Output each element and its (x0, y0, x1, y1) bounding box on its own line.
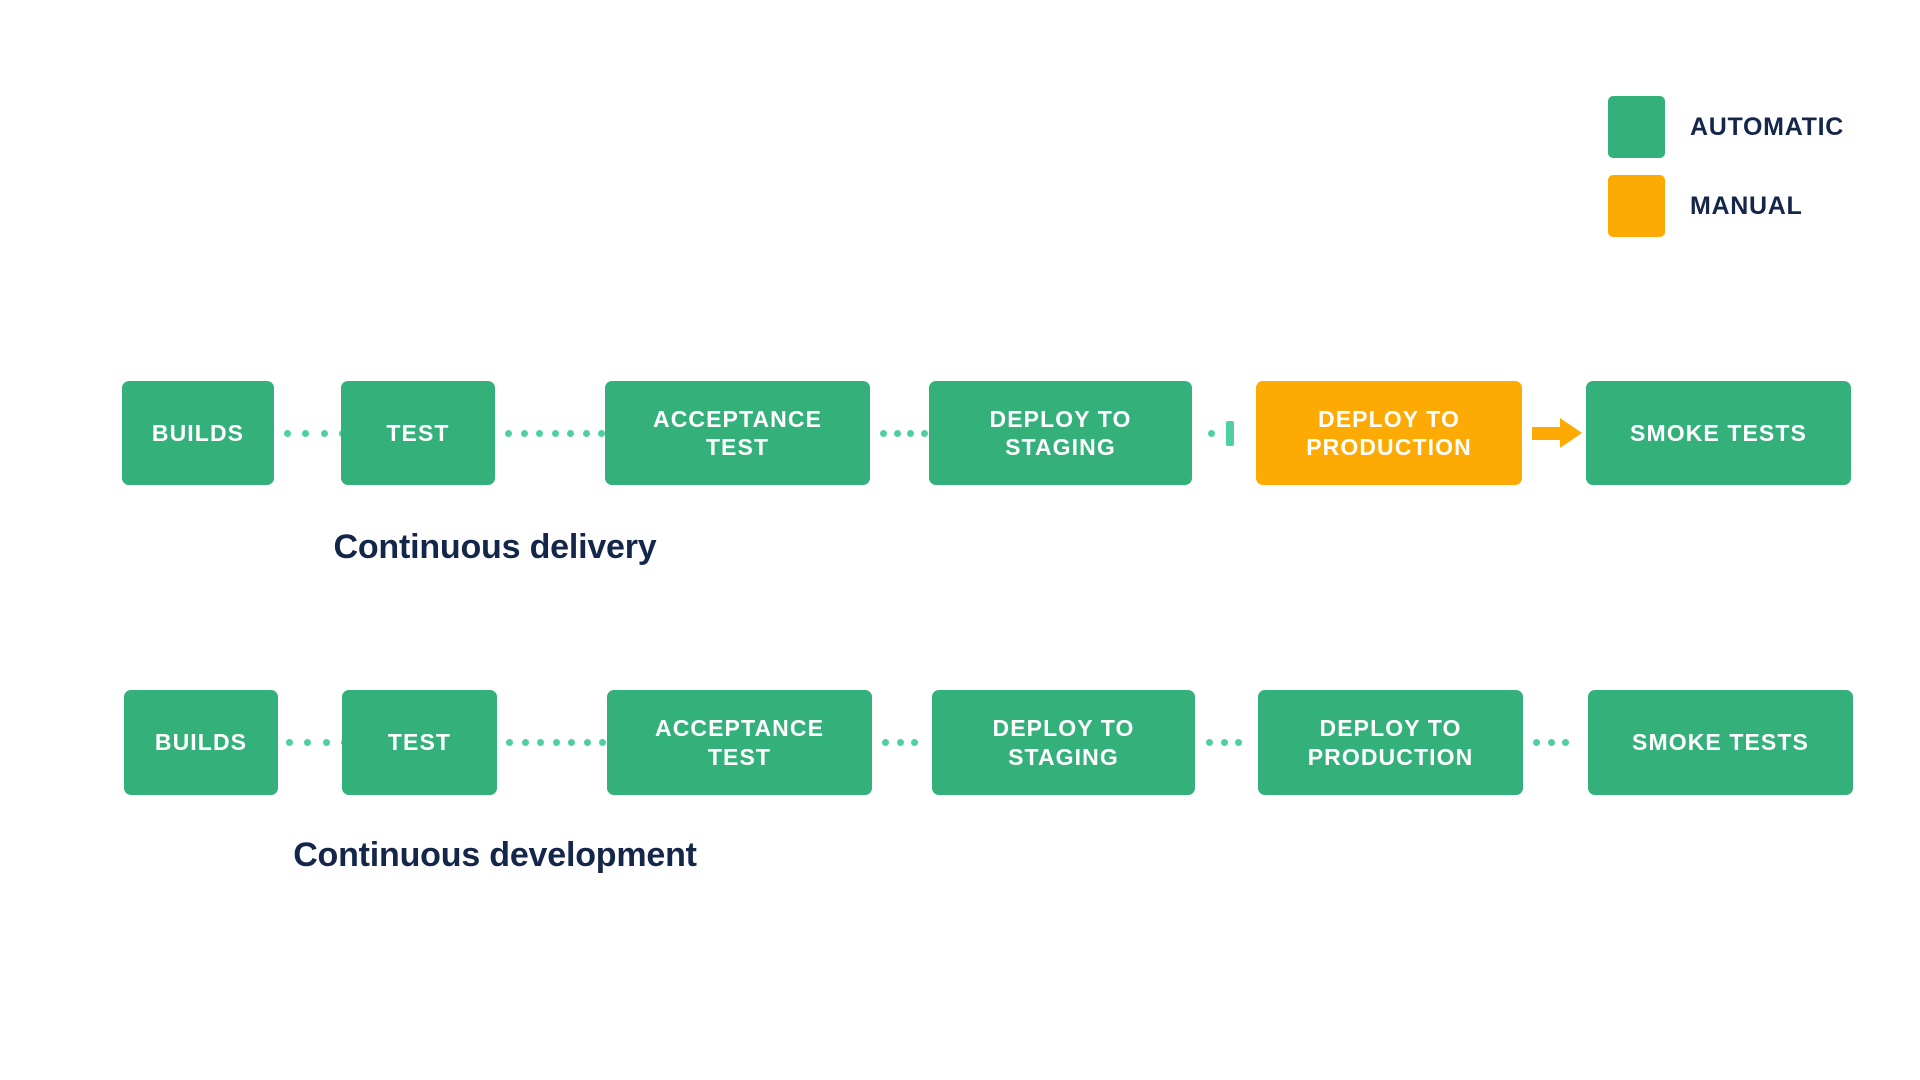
connector-builds-test (286, 738, 348, 746)
stage-label: SMOKE TESTS (1630, 419, 1807, 446)
caption-text: Continuous delivery (333, 528, 657, 566)
stage-deploy-to-production[interactable]: DEPLOY TO PRODUCTION (1256, 381, 1522, 485)
stage-builds[interactable]: BUILDS (124, 690, 278, 795)
caption-continuous-development: Continuous development (0, 836, 1920, 875)
connector-test-acceptance (505, 429, 605, 437)
stage-test[interactable]: TEST (342, 690, 497, 795)
legend-item-automatic: AUTOMATIC (1608, 96, 1908, 158)
legend-swatch-automatic (1608, 96, 1665, 158)
connector-production-smoke (1533, 738, 1569, 746)
stage-label: DEPLOY TO PRODUCTION (1306, 405, 1472, 460)
connector-arrow-production-smoke (1532, 418, 1582, 448)
stage-label: TEST (387, 729, 452, 756)
legend-item-manual: MANUAL (1608, 175, 1908, 237)
stage-deploy-to-staging[interactable]: DEPLOY TO STAGING (932, 690, 1195, 795)
stage-acceptance-test[interactable]: ACCEPTANCE TEST (607, 690, 872, 795)
stage-smoke-tests[interactable]: SMOKE TESTS (1588, 690, 1853, 795)
stage-label: DEPLOY TO PRODUCTION (1307, 715, 1474, 770)
legend-swatch-manual (1608, 175, 1665, 237)
stage-smoke-tests[interactable]: SMOKE TESTS (1586, 381, 1851, 485)
caption-text: Continuous development (293, 836, 697, 874)
stage-label: ACCEPTANCE TEST (654, 715, 825, 770)
stage-label: BUILDS (151, 419, 245, 446)
connector-builds-test (284, 429, 346, 437)
connector-test-acceptance (506, 738, 606, 746)
legend-label-automatic: AUTOMATIC (1690, 112, 1844, 141)
stage-builds[interactable]: BUILDS (122, 381, 274, 485)
caption-continuous-delivery: Continuous delivery (0, 528, 1920, 567)
arrow-head (1560, 418, 1582, 448)
connector-staging-production (1208, 420, 1234, 446)
stage-label: DEPLOY TO STAGING (989, 405, 1132, 460)
connector-staging-production (1206, 738, 1242, 746)
arrow-shaft (1532, 427, 1560, 440)
stage-acceptance-test[interactable]: ACCEPTANCE TEST (605, 381, 870, 485)
legend: AUTOMATIC MANUAL (1608, 96, 1908, 254)
connector-acceptance-staging (882, 738, 918, 746)
stage-label: TEST (386, 419, 450, 446)
legend-label-manual: MANUAL (1690, 191, 1803, 220)
stage-label: SMOKE TESTS (1632, 729, 1809, 756)
stage-deploy-to-staging[interactable]: DEPLOY TO STAGING (929, 381, 1192, 485)
stage-test[interactable]: TEST (341, 381, 495, 485)
stage-label: BUILDS (154, 729, 248, 756)
stage-label: ACCEPTANCE TEST (652, 405, 823, 460)
connector-acceptance-staging (880, 429, 928, 437)
stage-label: DEPLOY TO STAGING (992, 715, 1135, 770)
stage-deploy-to-production[interactable]: DEPLOY TO PRODUCTION (1258, 690, 1523, 795)
